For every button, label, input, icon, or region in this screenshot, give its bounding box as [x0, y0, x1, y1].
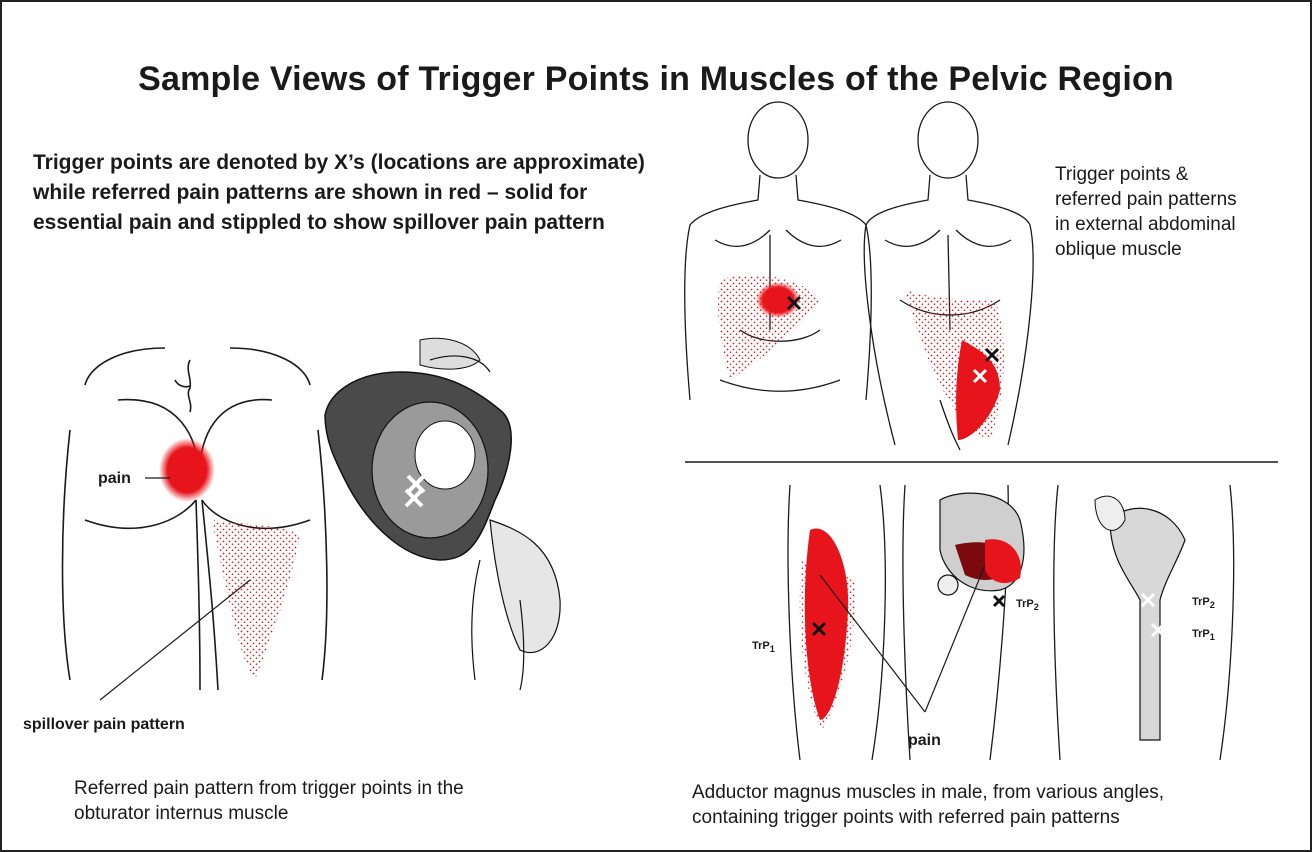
obturator-caption: Referred pain pattern from trigger point… [74, 776, 634, 826]
trp2-label-c: TrP2 [1192, 596, 1215, 610]
pelvis-illustration [325, 338, 560, 690]
pelvis-sagittal [938, 493, 1024, 606]
trp2-label-b: TrP2 [1016, 598, 1039, 612]
spillover-label: spillover pain pattern [23, 716, 185, 734]
abdominal-spillover-2 [905, 290, 1004, 440]
essential-pain-area [159, 438, 215, 502]
abdominal-caption: Trigger points & referred pain patterns … [1055, 162, 1295, 262]
buttocks-illustration [63, 348, 327, 690]
spillover-pointer-line [100, 580, 250, 700]
abdominal-spillover-1 [718, 275, 820, 380]
femur-posterior [1095, 496, 1185, 740]
trp1-label-c: TrP1 [1192, 628, 1215, 642]
obturator-pain-label: pain [98, 470, 131, 488]
adductor-pain-label: pain [908, 732, 941, 750]
trp1-label-a: TrP1 [752, 640, 775, 654]
adductor-caption: Adductor magnus muscles in male, from va… [692, 780, 1312, 830]
